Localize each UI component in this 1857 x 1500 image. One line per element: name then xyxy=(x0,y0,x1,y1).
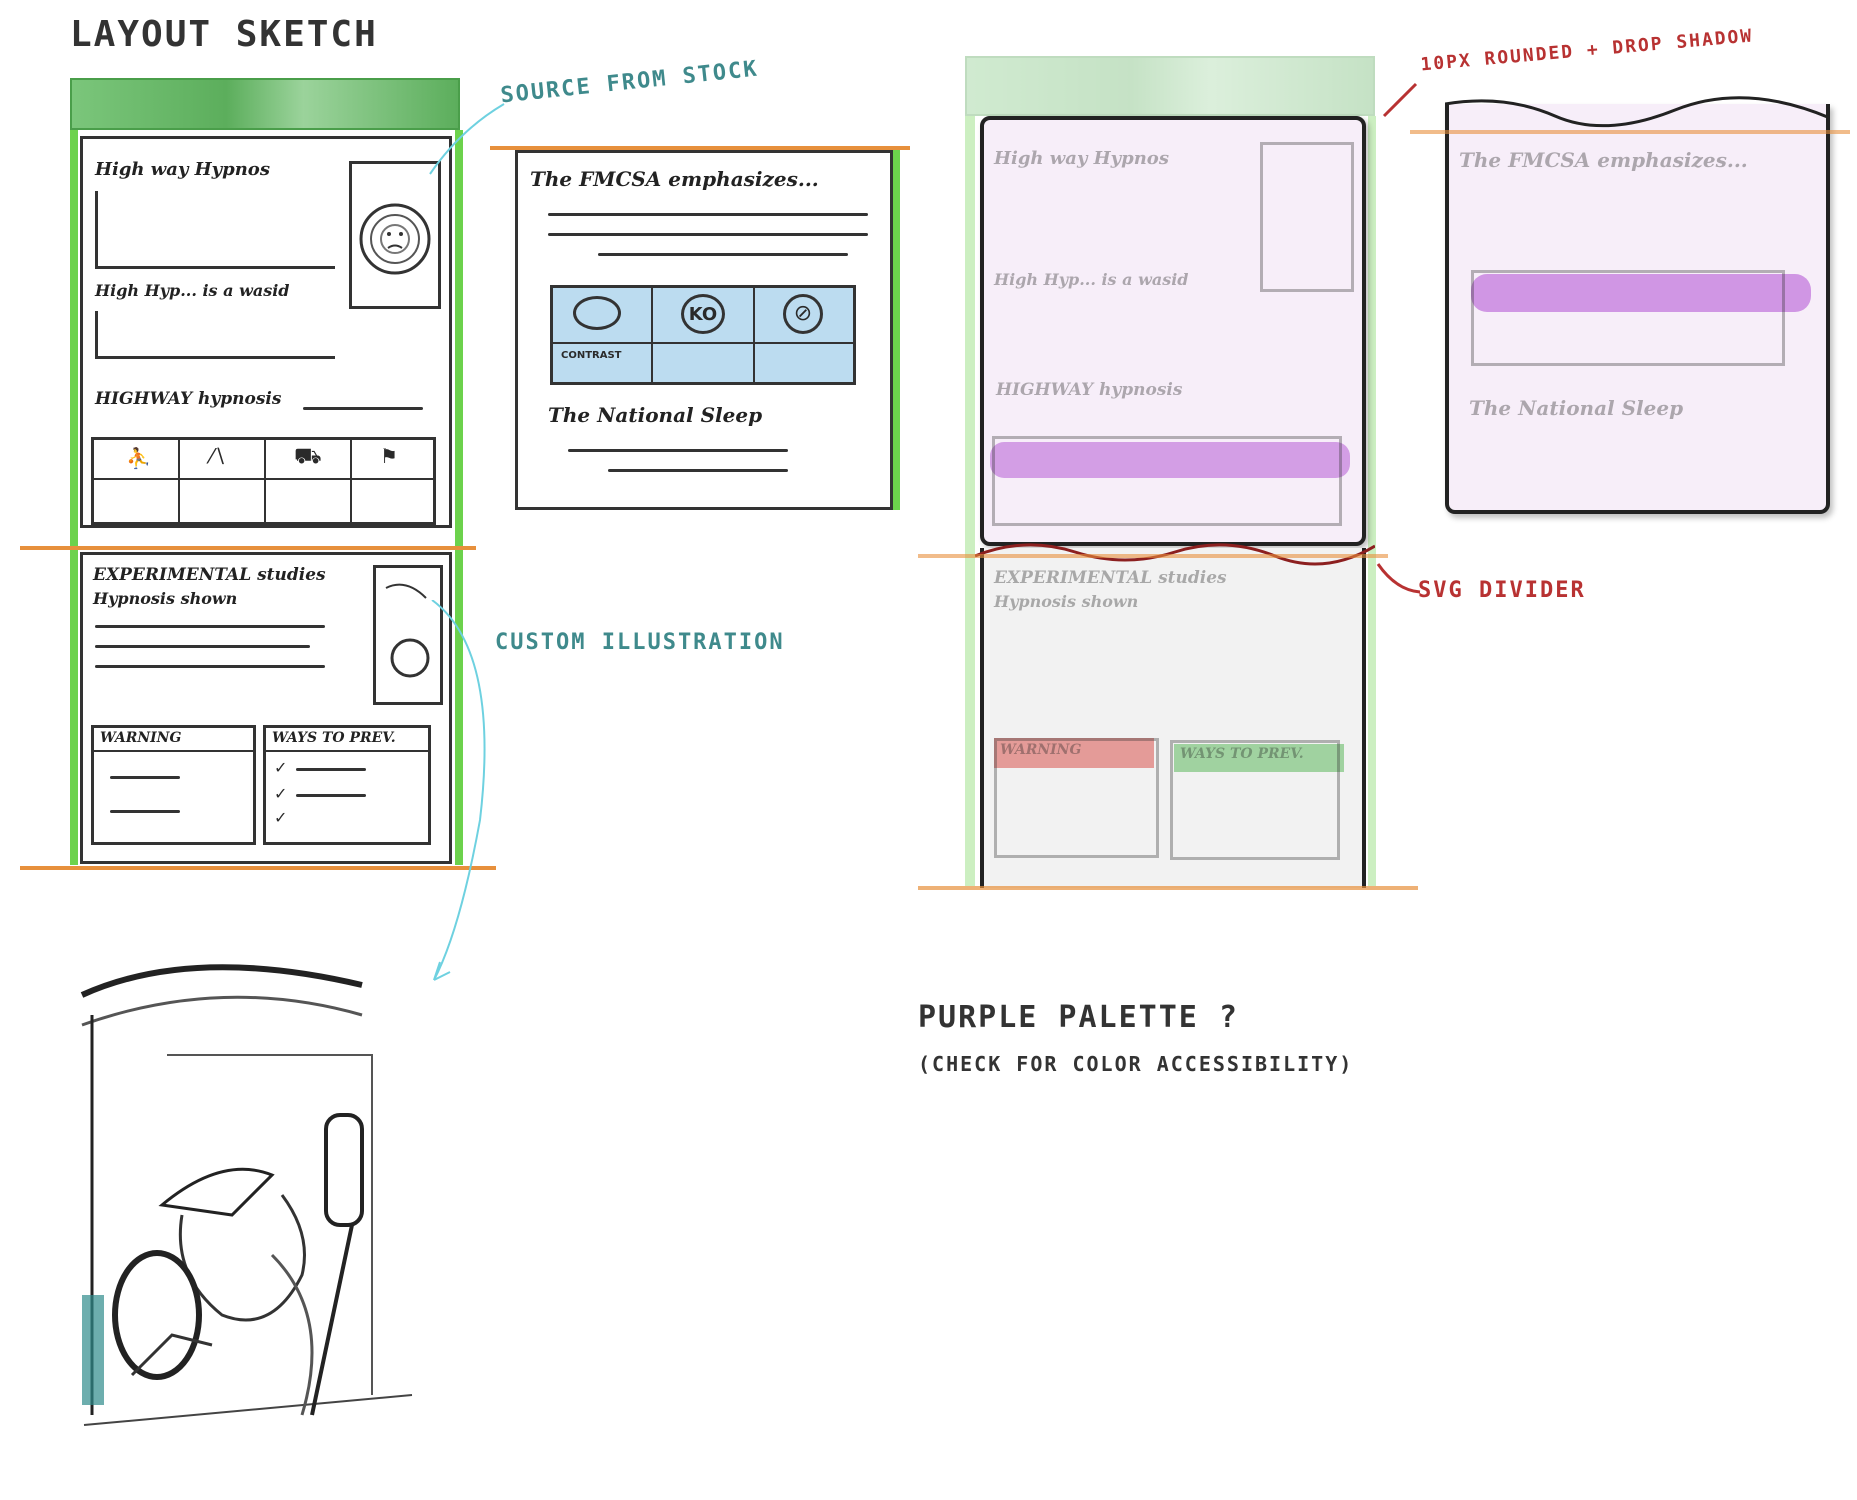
section-heading-2: High Hyp... is a wasid xyxy=(994,270,1189,289)
warning-highlight xyxy=(994,738,1154,768)
section-divider-ghost xyxy=(918,554,1388,558)
driver-thumb-icon xyxy=(385,583,430,678)
signpost-icon: ⚑ xyxy=(380,444,398,468)
annotation-pointer xyxy=(429,103,505,175)
shadow-card-mockup: The FMCSA emphasizes... The National Sle… xyxy=(1445,96,1830,514)
contrast-table xyxy=(1471,270,1785,366)
section-heading-fmcsa: The FMCSA emphasizes... xyxy=(1459,148,1748,172)
text-line xyxy=(110,776,180,779)
text-line xyxy=(95,625,325,628)
section-heading-4: EXPERIMENTAL studies xyxy=(93,565,326,585)
article-section-2: EXPERIMENTAL studies Hypnosis shown WARN… xyxy=(80,552,452,864)
text-line xyxy=(296,794,366,797)
annotation-check-accessibility: (CHECK FOR COLOR ACCESSIBILITY) xyxy=(918,1052,1354,1076)
section-subheading: Hypnosis shown xyxy=(93,589,238,608)
warning-label: WARNING xyxy=(100,730,182,746)
contrast-label: CONTRAST xyxy=(561,350,622,361)
text-line xyxy=(598,253,848,256)
road-icon: ⁄∖ xyxy=(210,444,227,468)
green-rail-right-2 xyxy=(893,150,900,510)
section-divider xyxy=(20,866,496,870)
section-heading: High way Hypnos xyxy=(95,159,270,180)
rounded-card-mockup: High way Hypnos High Hyp... is a wasid H… xyxy=(980,116,1366,546)
section-heading: High way Hypnos xyxy=(994,148,1169,169)
check-icon: ✓ xyxy=(274,784,288,803)
section-subheading: Hypnosis shown xyxy=(994,592,1139,611)
check-icon: ✓ xyxy=(274,808,288,827)
text-line xyxy=(95,665,325,668)
text-block xyxy=(95,191,335,269)
vortex-face-icon xyxy=(359,203,431,275)
article-section-middle: The FMCSA emphasizes... CONTRAST KO ⊘ Th… xyxy=(515,150,893,510)
annotation-rounded-shadow: 10PX ROUNDED + DROP SHADOW xyxy=(1419,25,1755,76)
section-heading-sleep: The National Sleep xyxy=(548,403,763,427)
ko-icon: KO xyxy=(681,294,725,334)
purple-highlight xyxy=(1471,274,1811,312)
check-icon: ✓ xyxy=(274,758,288,777)
contrast-icon xyxy=(573,296,621,330)
section-divider-ghost xyxy=(918,886,1418,890)
ways-to-prevent-box: WAYS TO PREV. ✓ ✓ ✓ xyxy=(263,725,431,845)
annotation-custom-illustration: CUSTOM ILLUSTRATION xyxy=(495,630,785,655)
ghost-lower-section: EXPERIMENTAL studies Hypnosis shown WARN… xyxy=(980,548,1366,888)
warning-label: WARNING xyxy=(1000,742,1082,758)
green-rail-left xyxy=(70,130,78,865)
icon-table xyxy=(992,436,1342,526)
article-section-1: High way Hypnos High Hyp... is a wasid H… xyxy=(80,136,452,528)
warning-box: WARNING xyxy=(91,725,256,845)
page-title: LAYOUT SKETCH xyxy=(70,14,378,55)
text-line xyxy=(608,469,788,472)
green-rail-ghost xyxy=(1368,116,1376,886)
no-sleep-icon: ⊘ xyxy=(783,294,823,334)
green-rail-ghost xyxy=(965,116,975,886)
green-rail-right xyxy=(455,130,463,865)
text-line xyxy=(110,810,180,813)
contrast-table: CONTRAST KO ⊘ xyxy=(550,285,856,385)
section-heading-fmcsa: The FMCSA emphasizes... xyxy=(530,167,819,191)
driver-illustration-sketch xyxy=(72,955,422,1430)
text-line xyxy=(548,213,868,216)
purple-highlight xyxy=(990,442,1350,478)
driver-illustration-icon xyxy=(80,964,413,1426)
text-line xyxy=(548,233,868,236)
ways-highlight xyxy=(1174,744,1344,772)
annotation-svg-divider: SVG DIVIDER xyxy=(1418,578,1586,603)
text-block-2 xyxy=(95,311,335,359)
wavy-top-edge xyxy=(1445,96,1830,128)
text-line xyxy=(303,407,423,410)
top-rule xyxy=(490,146,910,150)
annotation-source-from-stock: SOURCE FROM STOCK xyxy=(499,56,760,109)
ways-label: WAYS TO PREV. xyxy=(1180,746,1304,762)
header-bar-sketch xyxy=(70,78,460,130)
annotation-arrow xyxy=(431,600,486,981)
section-heading-3: HIGHWAY hypnosis xyxy=(95,389,282,409)
icon-table: ⛹ ⁄∖ ⛟ ⚑ xyxy=(91,437,436,525)
ways-label: WAYS TO PREV. xyxy=(272,730,396,746)
annotation-pointer xyxy=(1376,563,1421,594)
svg-divider-wave xyxy=(975,543,1375,566)
section-heading-4: EXPERIMENTAL studies xyxy=(994,568,1227,588)
stock-photo-placeholder xyxy=(349,161,441,309)
top-rule-ghost xyxy=(1410,130,1850,134)
section-divider xyxy=(20,546,476,550)
text-line xyxy=(568,449,788,452)
hiker-icon: ⛹ xyxy=(126,446,151,470)
annotation-pointer xyxy=(1382,82,1418,118)
text-line xyxy=(95,645,310,648)
section-heading-3: HIGHWAY hypnosis xyxy=(996,380,1183,400)
custom-illustration-placeholder xyxy=(373,565,443,705)
section-heading-sleep: The National Sleep xyxy=(1469,396,1684,420)
stock-photo-placeholder xyxy=(1260,142,1354,292)
header-bar-ghost xyxy=(965,56,1375,116)
ways-to-prevent-box xyxy=(1170,740,1340,860)
annotation-purple-palette: PURPLE PALETTE ? xyxy=(918,1000,1239,1035)
warning-box xyxy=(994,738,1159,858)
text-line xyxy=(296,768,366,771)
car-icon: ⛟ xyxy=(294,444,322,469)
section-heading-2: High Hyp... is a wasid xyxy=(95,281,290,300)
